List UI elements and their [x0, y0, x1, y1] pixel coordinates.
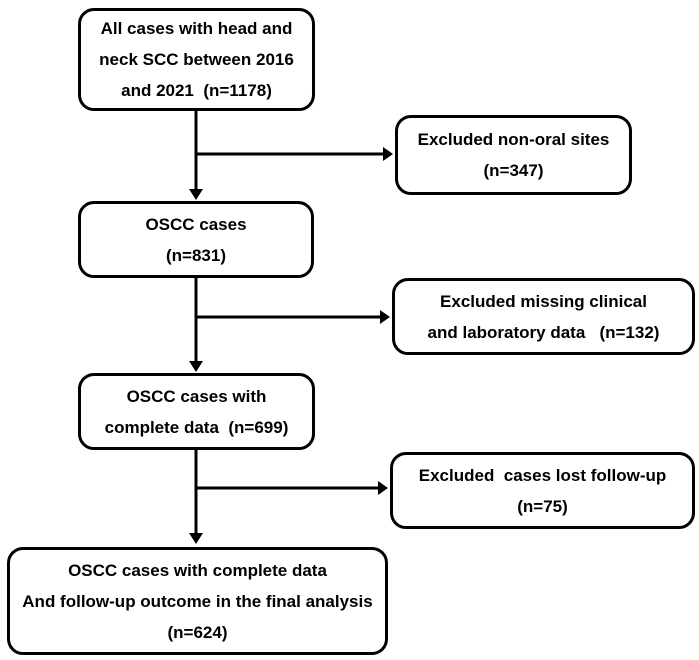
- flow-box-final-analysis-line: (n=624): [167, 622, 228, 642]
- arrow-step3-to-step4-icon: [189, 450, 203, 544]
- flow-box-excluded-lost-followup-line: Excluded cases lost follow-up: [418, 465, 667, 485]
- flow-box-excluded-lost-followup: Excluded cases lost follow-up (n=75): [390, 452, 695, 529]
- flow-box-excluded-missing-data-line: and laboratory data (n=132): [427, 322, 660, 342]
- flow-box-excluded-non-oral-line: (n=347): [483, 161, 544, 180]
- flow-box-excluded-lost-followup-line: (n=75): [517, 496, 568, 516]
- flow-box-excluded-non-oral: Excluded non-oral sites (n=347): [395, 115, 632, 195]
- flow-box-all-cases-line: neck SCC between 2016: [99, 50, 294, 69]
- flow-box-all-cases-line: and 2021 (n=1178): [121, 81, 272, 100]
- flow-box-excluded-non-oral-line: Excluded non-oral sites: [417, 130, 610, 149]
- flow-box-complete-data-line: complete data (n=699): [104, 417, 289, 437]
- flow-box-complete-data-line: OSCC cases with: [126, 386, 267, 406]
- flow-box-oscc-cases: OSCC cases (n=831): [78, 201, 314, 278]
- flow-box-oscc-cases-line: OSCC cases: [145, 214, 247, 234]
- arrow-to-excluded-lost-followup-icon: [194, 481, 388, 495]
- flow-box-complete-data: OSCC cases with complete data (n=699): [78, 373, 315, 450]
- flow-box-oscc-cases-line: (n=831): [166, 245, 226, 265]
- arrow-step1-to-step2-icon: [189, 111, 203, 200]
- arrow-to-excluded-missing-data-icon: [194, 310, 390, 324]
- flow-box-final-analysis: OSCC cases with complete data And follow…: [7, 547, 388, 655]
- flow-box-all-cases-line: All cases with head and: [100, 19, 293, 38]
- flow-box-excluded-missing-data-line: Excluded missing clinical: [440, 291, 647, 311]
- flow-box-all-cases: All cases with head and neck SCC between…: [78, 8, 315, 111]
- flow-box-excluded-missing-data: Excluded missing clinical and laboratory…: [392, 278, 695, 355]
- arrow-to-excluded-non-oral-icon: [194, 147, 393, 161]
- flow-box-final-analysis-line: And follow-up outcome in the final analy…: [22, 591, 373, 611]
- flow-box-final-analysis-line: OSCC cases with complete data: [68, 560, 327, 580]
- arrow-step2-to-step3-icon: [189, 278, 203, 372]
